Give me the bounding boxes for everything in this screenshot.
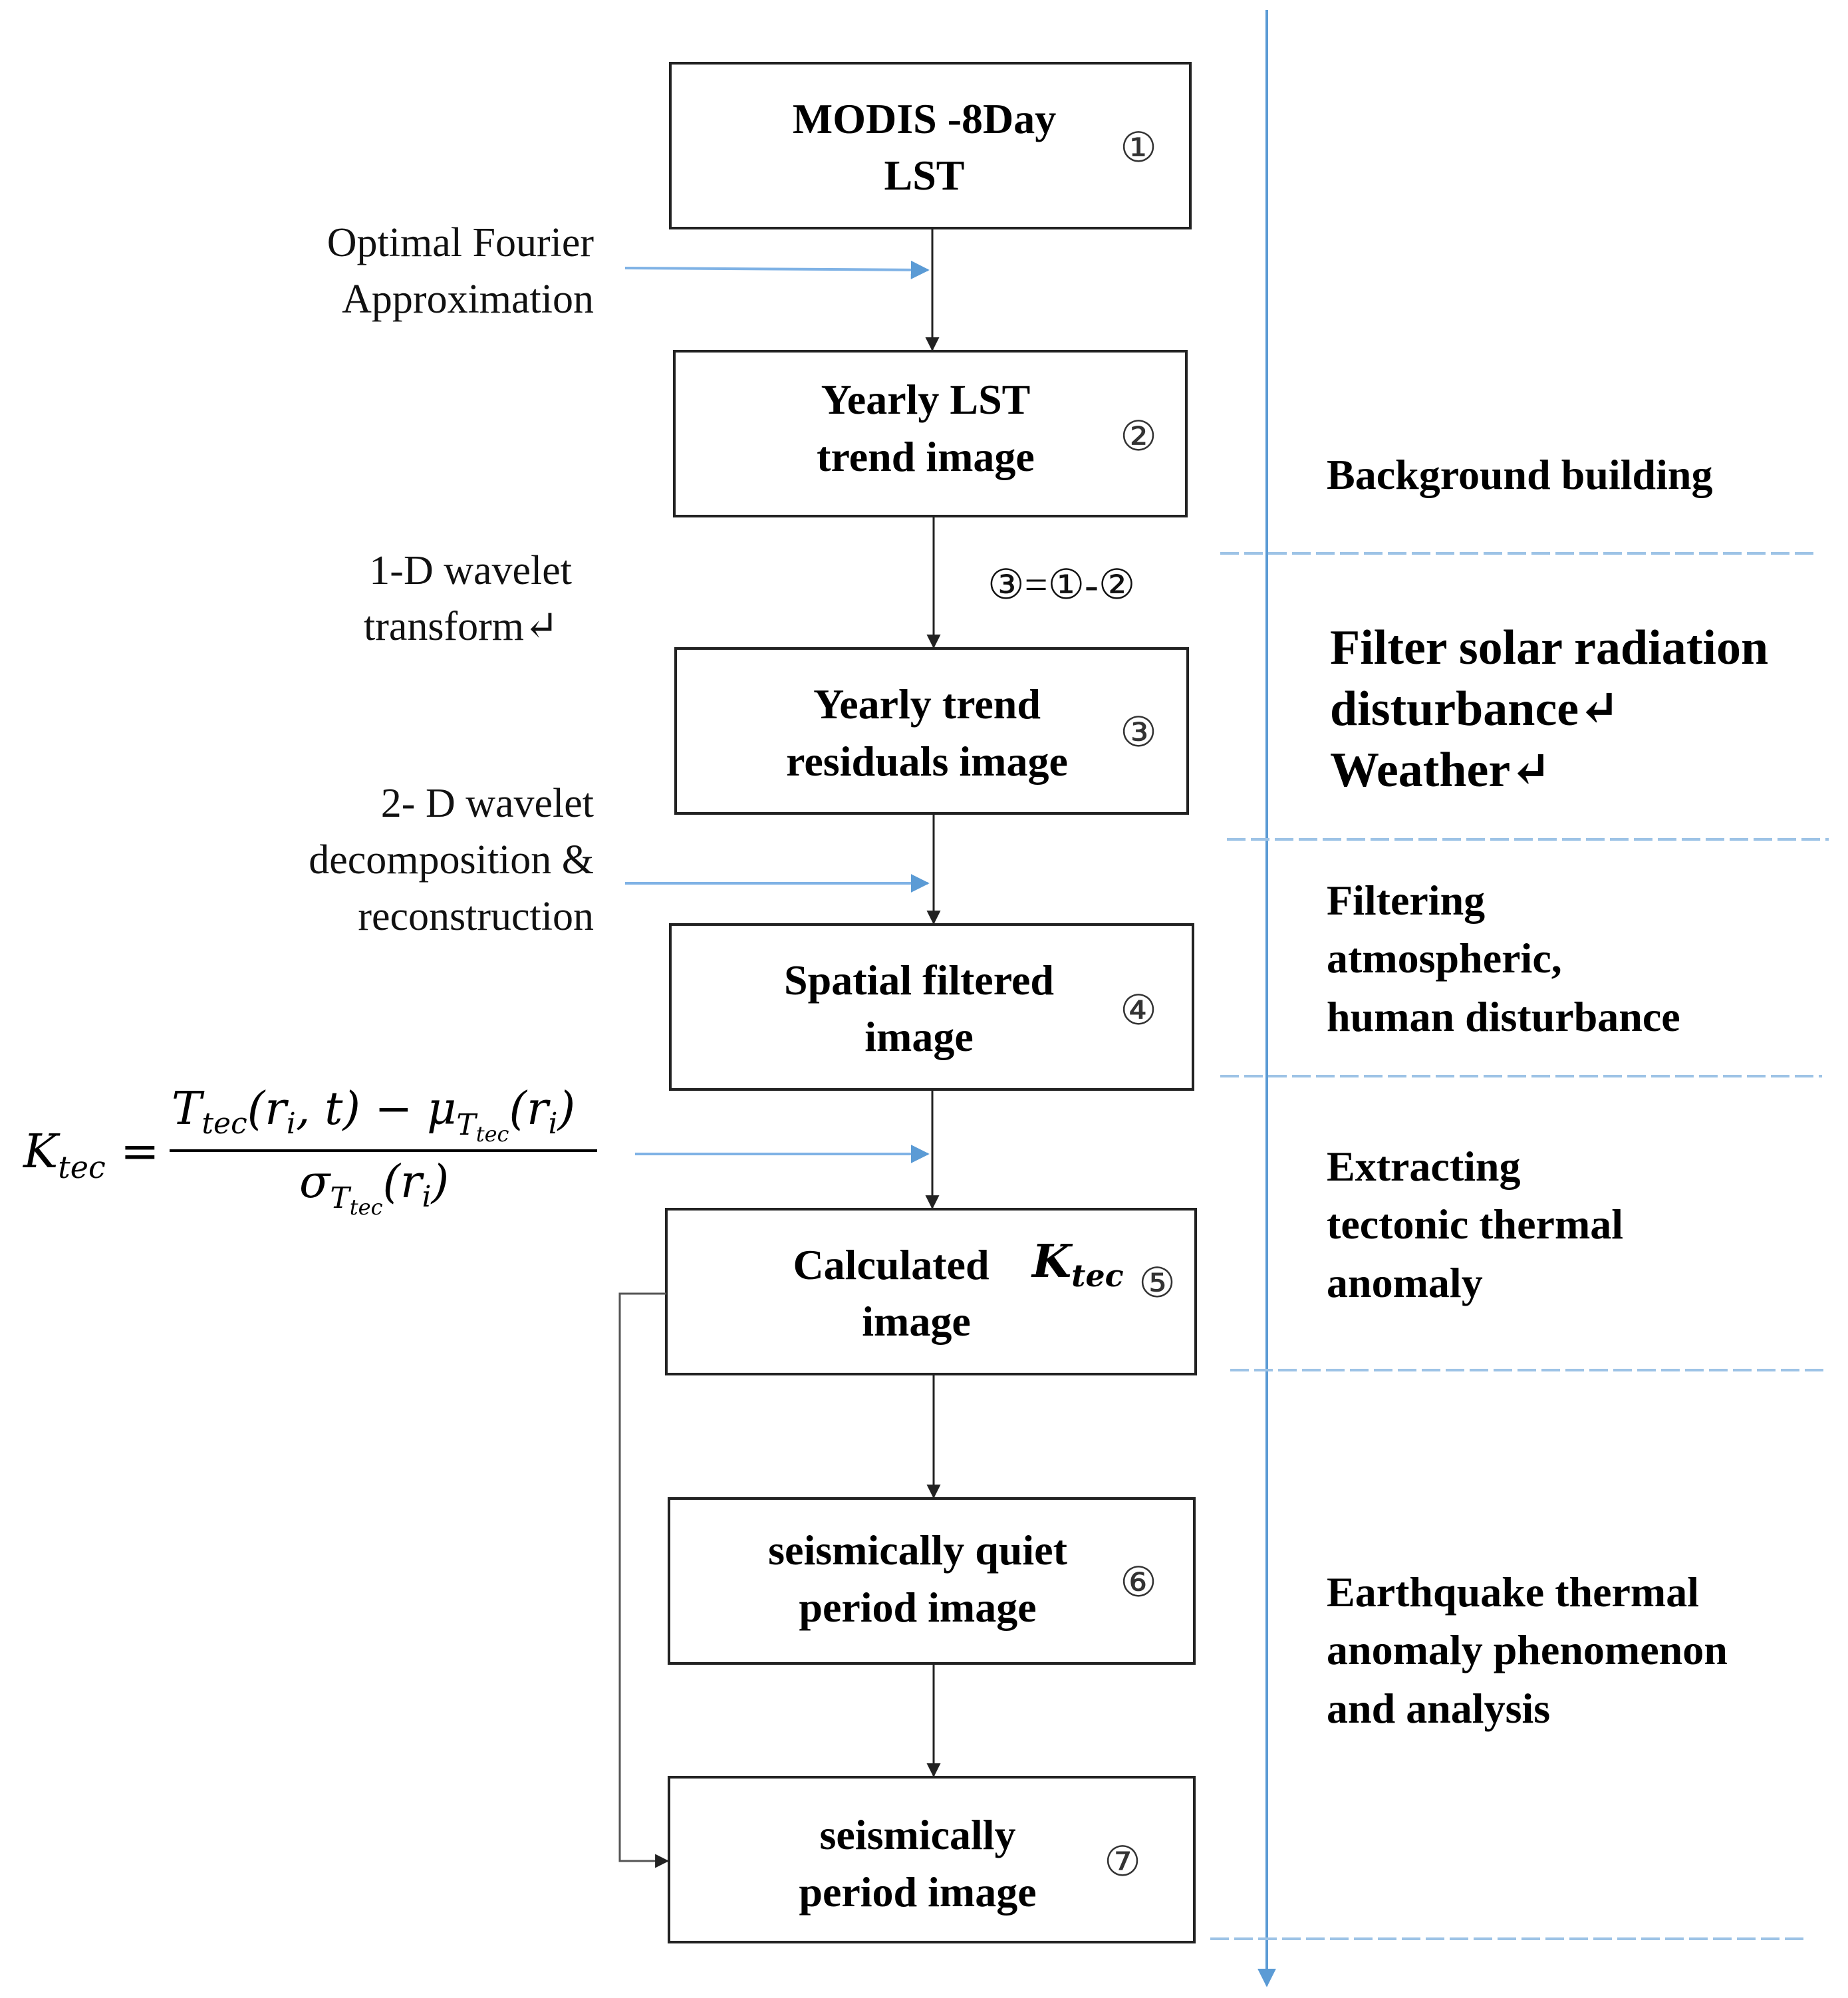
blue-arrow-fourier: [624, 260, 930, 279]
box-5-number: ⑤: [1138, 1258, 1176, 1307]
box-6-line-1: seismically quiet: [768, 1526, 1067, 1574]
box-2-line-2: trend image: [817, 433, 1035, 480]
stage-extracting-line-3: anomaly: [1327, 1259, 1483, 1306]
stage-earthquake-line-3: and analysis: [1327, 1685, 1550, 1732]
stage-filter-solar-line-2: disturbance↵: [1330, 682, 1620, 736]
stage-filtering-line-2: atmospheric,: [1327, 934, 1562, 982]
stage-extracting-line-1: Extracting: [1327, 1143, 1521, 1190]
label-wavelet-2d-line-2: decomposition &: [309, 837, 594, 883]
box-5-ktec: Ktec: [1031, 1235, 1124, 1294]
stage-extracting-line-2: tectonic thermal: [1327, 1201, 1623, 1248]
stage-filtering-line-1: Filtering: [1327, 877, 1485, 924]
box-7-number: ⑦: [1104, 1837, 1141, 1886]
box-1-number: ①: [1120, 123, 1157, 172]
box-1-line-2: LST: [884, 152, 965, 199]
formula-numerator: Ttec(ri, t) − μTtec(ri): [172, 1083, 575, 1147]
label-wavelet-2d-line-1: 2- D wavelet: [381, 781, 594, 826]
box-2-number: ②: [1120, 412, 1157, 460]
box-spatial-filtered: [669, 923, 1194, 1091]
label-residual-equation: ③=①-②: [988, 563, 1135, 608]
box-seismically-period: [668, 1776, 1196, 1943]
box-4-line-2: image: [864, 1013, 974, 1060]
label-fourier-line-2: Approximation: [342, 277, 594, 322]
stage-earthquake-line-1: Earthquake thermal: [1327, 1568, 1699, 1616]
box-7-line-1: seismically: [819, 1811, 1015, 1858]
box-yearly-lst-trend: [673, 350, 1188, 517]
label-wavelet-2d-line-3: reconstruction: [358, 894, 594, 939]
label-wavelet-1d-line-1: 1-D wavelet: [369, 548, 572, 593]
stage-earthquake-line-2: anomaly phenomenon: [1327, 1626, 1728, 1673]
stage-filter-solar-line-1: Filter solar radiation: [1330, 621, 1768, 675]
formula-lhs: Ktec =: [22, 1124, 160, 1185]
stage-filtering-line-3: human disturbance: [1327, 993, 1680, 1040]
box-5-line-1: Calculated: [793, 1241, 989, 1288]
box-6-number: ⑥: [1120, 1558, 1157, 1606]
box-1-line-1: MODIS -8Day: [793, 95, 1056, 142]
stage-filter-solar-line-3: Weather↵: [1330, 743, 1551, 797]
box-6-line-2: period image: [799, 1584, 1036, 1631]
box-seismically-quiet: [668, 1497, 1196, 1665]
box-2-line-1: Yearly LST: [821, 376, 1031, 423]
box-3-number: ③: [1120, 708, 1157, 756]
box-4-number: ④: [1120, 986, 1157, 1034]
bypass-arrow-5-7: [618, 1292, 670, 1868]
stage-background-building: Background building: [1327, 451, 1712, 498]
box-yearly-trend-residuals: [674, 647, 1189, 815]
label-wavelet-1d-line-2: transform↵: [364, 604, 559, 649]
box-4-line-1: Spatial filtered: [784, 956, 1054, 1004]
box-7-line-2: period image: [799, 1868, 1036, 1916]
formula-denominator: σTtec(ri): [299, 1156, 449, 1220]
box-5-line-2: image: [862, 1298, 971, 1345]
box-3-line-2: residuals image: [786, 738, 1068, 785]
ktec-formula: Ktec = Ttec(ri, t) − μTtec(ri) σTtec(ri): [22, 1083, 597, 1220]
box-3-line-1: Yearly trend: [813, 680, 1041, 728]
box-modis-lst: [669, 62, 1192, 229]
label-fourier-line-1: Optimal Fourier: [327, 220, 594, 265]
